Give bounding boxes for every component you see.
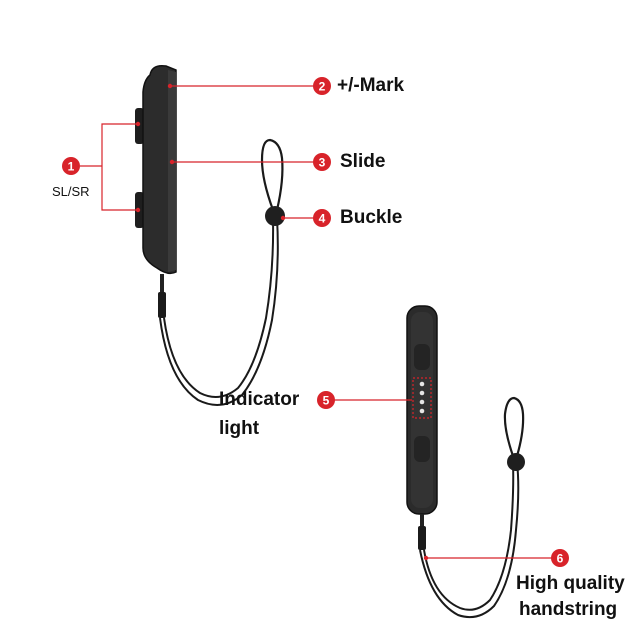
front-button-bottom [414,436,430,462]
front-string-connector [420,514,424,528]
indicator-led-4 [419,408,425,414]
badge-4-number: 4 [319,212,326,226]
device-edge-highlight [168,70,176,272]
front-button-top [414,344,430,370]
callout-badge-6: 6 [551,549,569,567]
badge-5-number: 5 [323,394,330,408]
sl-button [135,108,144,144]
label-sl-sr: SL/SR [52,184,90,199]
callout-badge-5: 5 [317,391,335,409]
handstring-top-loop [260,138,284,211]
callout-badge-1: 1 [62,157,80,175]
badge-6-number: 6 [557,552,564,566]
label-indicator-line1: Indicator [219,389,300,410]
buckle-bead [265,206,285,226]
front-string-sleeve [418,526,426,550]
indicator-led-2 [419,390,425,396]
front-handstring-strand-a [419,461,520,619]
string-sleeve [158,292,166,318]
callout-endpoints [135,83,429,561]
label-plus-minus-mark: +/-Mark [337,75,405,96]
label-indicator-line2: light [219,418,260,439]
badge-1-number: 1 [68,160,75,174]
string-connector [160,274,164,294]
label-handstring-line2: handstring [519,599,618,620]
badge-2-number: 2 [319,80,326,94]
callout-5-box [412,377,432,419]
front-handstring-top-loop [503,396,525,457]
callout-badge-2: 2 [313,77,331,95]
strap-device-side [135,64,285,406]
callout-1-bracket [101,123,138,211]
front-buckle-bead [507,453,525,471]
label-buckle: Buckle [340,207,403,228]
handstring-strand-b [163,217,275,398]
callout-badge-3: 3 [313,153,331,171]
handstring-strand-a [159,217,279,406]
front-handstring-strand-b [423,461,515,611]
callout-lines [80,85,552,559]
strap-device-front [406,305,525,619]
badge-3-number: 3 [319,156,326,170]
callout-badge-4: 4 [313,209,331,227]
indicator-led-1 [419,381,425,387]
label-slide: Slide [340,151,386,172]
indicator-led-3 [419,399,425,405]
label-handstring-line1: High quality [516,573,625,594]
device-body [142,64,177,275]
